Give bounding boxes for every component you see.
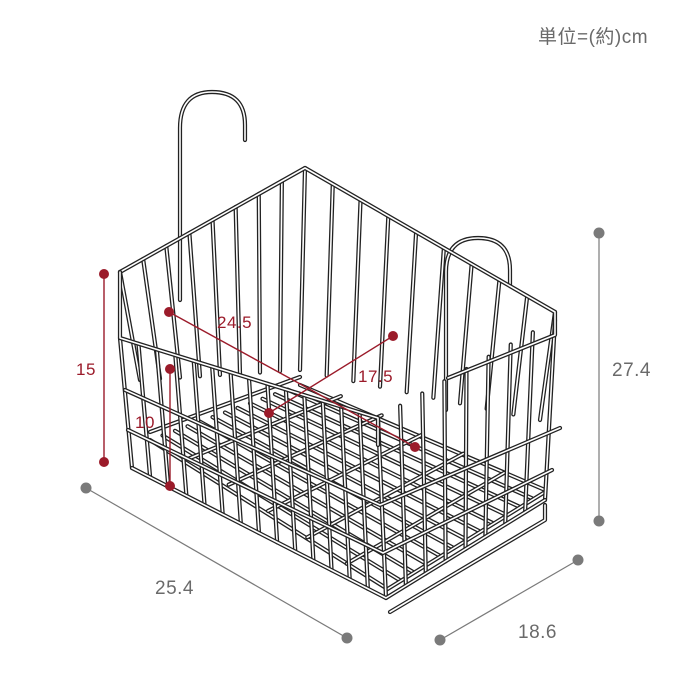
depth-dimension-end-dot <box>572 554 584 566</box>
front-wire-inner <box>211 365 224 516</box>
inner-depth-dimension-end-dot <box>388 331 398 341</box>
inner-width-dimension-start-dot <box>164 307 174 317</box>
middle-rim-inner <box>124 389 561 506</box>
side-wire-inner <box>484 355 490 538</box>
inner-height-dimension-start-dot <box>99 269 109 279</box>
inner-bottom-height-dimension-start-dot <box>165 364 175 374</box>
inner-bottom-height-label: 10 <box>135 413 155 432</box>
back-left-wire-inner <box>257 193 261 374</box>
bottom-rim-inner <box>131 467 546 599</box>
top-rim-back-outer <box>117 165 558 381</box>
front-wire-inner <box>137 342 151 479</box>
back-right-wire-inner <box>432 247 445 399</box>
back-left-wire-inner <box>234 206 241 375</box>
inner-height-label: 15 <box>76 360 96 379</box>
inner-bottom-height-dimension-end-dot <box>165 481 175 491</box>
side-wire-inner <box>544 319 556 501</box>
front-wire-inner <box>377 417 387 599</box>
back-right-wire-inner <box>459 263 473 405</box>
back-right-wire-inner <box>512 295 529 416</box>
front-wire-inner <box>285 388 297 553</box>
back-left-wire-inner <box>211 219 221 376</box>
inner-depth-label: 17.5 <box>358 367 394 386</box>
inner-height-dimension-end-dot <box>99 457 109 467</box>
foot-rail-inner <box>389 504 546 613</box>
front-wire-inner <box>192 360 206 506</box>
bottom-cross-wire-inner <box>188 395 342 460</box>
front-wire-inner <box>248 377 260 534</box>
back-left-wire-inner <box>299 167 306 371</box>
top-rim-front-inner <box>119 271 379 446</box>
bottom-cross-wire-inner <box>306 452 465 539</box>
front-wire-inner <box>119 337 133 469</box>
front-wire-inner <box>156 348 170 488</box>
depth-dimension-start-dot <box>434 634 446 646</box>
width-dimension-start-dot <box>80 482 92 494</box>
back-right-wire-inner <box>379 215 390 388</box>
hook-left-inner <box>179 91 246 301</box>
depth-dimension-line <box>439 559 579 641</box>
lower-rim-inner <box>127 429 553 554</box>
height-label: 27.4 <box>612 360 651 381</box>
unit-label: 単位=(約)cm <box>538 27 649 48</box>
side-wire-inner <box>443 380 447 563</box>
width-dimension-end-dot <box>341 632 353 644</box>
inner-width-label: 24.5 <box>217 313 253 332</box>
front-wire-inner <box>358 411 369 590</box>
back-right-wire-inner <box>405 231 417 394</box>
front-wire-inner <box>174 354 188 497</box>
back-left-wire-inner <box>188 232 201 378</box>
inner-width-dimension-end-dot <box>410 442 420 452</box>
inner-width-dimension-line <box>168 311 416 448</box>
front-wire-inner <box>229 371 242 525</box>
width-label: 25.4 <box>155 578 194 599</box>
back-right-wire-inner <box>352 199 362 382</box>
width-dimension-line <box>85 487 348 639</box>
height-dimension-end-dot <box>593 515 605 527</box>
inner-depth-dimension-start-dot <box>264 408 274 418</box>
top-rim-back-inner <box>119 167 556 379</box>
inner-depth-dimension-line <box>268 335 394 414</box>
front-wire-inner <box>321 400 333 571</box>
back-left-wire-inner <box>279 180 283 373</box>
side-wire-inner <box>464 368 468 550</box>
side-wire-inner <box>421 392 427 575</box>
front-wire-inner <box>340 405 351 581</box>
hook-right-inner <box>445 237 511 411</box>
back-left-wire-inner <box>119 271 141 381</box>
height-dimension-start-dot <box>593 227 605 239</box>
hook-right-outer <box>443 235 513 413</box>
depth-label: 18.6 <box>518 622 557 643</box>
back-right-wire-inner <box>325 183 334 377</box>
front-wire-inner <box>303 394 315 562</box>
